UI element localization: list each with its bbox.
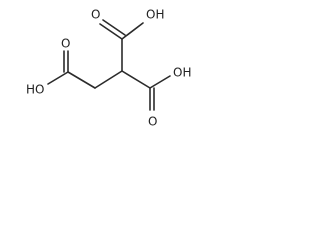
atom-labels: O OH OH O O HO [26,8,191,129]
atom-label-ho-left: HO [26,83,44,97]
atom-label-o-top: O [91,8,100,22]
structure-diagram: O OH OH O O HO [26,8,191,129]
bond-ch2-ch [94,70,123,89]
bond-ch-right-carboxyl [121,70,151,89]
atom-label-oh-top: OH [146,8,164,22]
bonds [47,19,171,111]
bond-top-carboxyl-oh [121,22,144,40]
bond-ch2-left-carboxyl [67,71,96,89]
bond-left-carboxyl-oh [47,71,69,85]
bond-top-carbonyl-double [102,19,126,36]
structure-canvas: O OH OH O O HO [0,0,210,138]
atom-label-o-bottom: O [148,115,157,129]
bond-right-carboxyl-oh [149,75,171,89]
atom-label-oh-right: OH [173,66,191,80]
atom-label-o-left: O [61,37,70,51]
bond-top-carbonyl-single [99,23,123,40]
